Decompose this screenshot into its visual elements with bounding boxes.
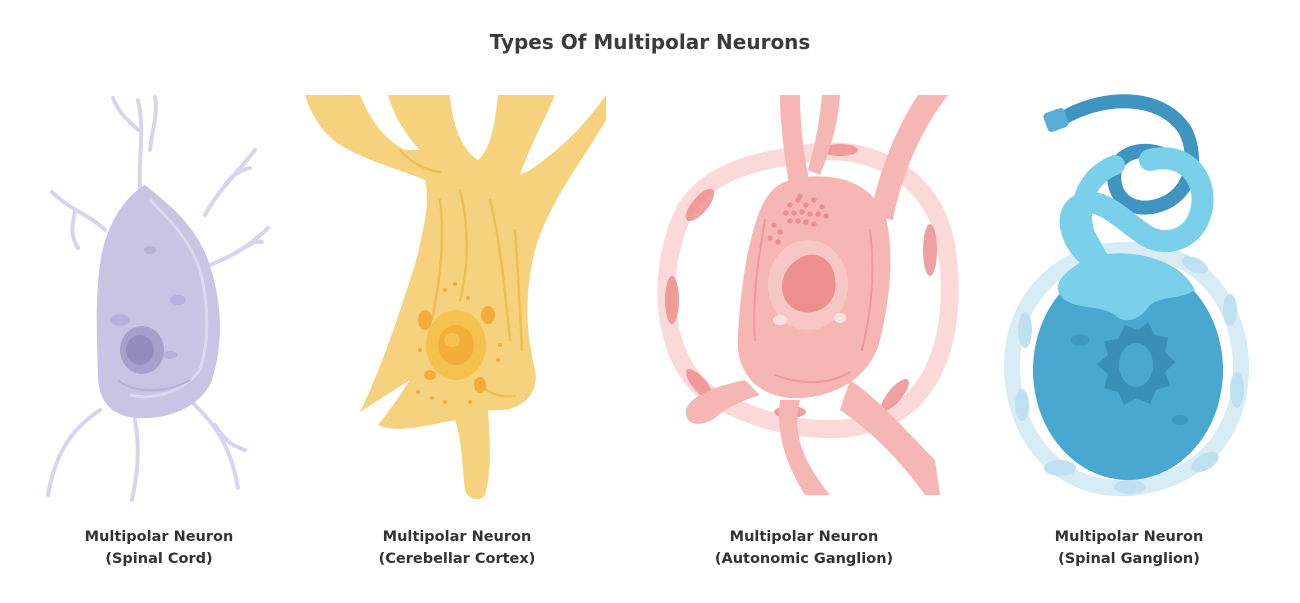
caption-line2: (Autonomic Ganglion) xyxy=(714,551,894,567)
spinal-ganglion-neuron xyxy=(1003,94,1249,497)
caption-line1: Multipolar Neuron xyxy=(382,529,532,545)
autonomic-ganglion-neuron xyxy=(657,95,959,495)
caption-spinal-ganglion: Multipolar Neuron (Spinal Ganglion) xyxy=(979,526,1279,570)
caption-spinal-cord: Multipolar Neuron (Spinal Cord) xyxy=(9,526,309,570)
caption-line2: (Cerebellar Cortex) xyxy=(378,551,536,567)
caption-autonomic-ganglion: Multipolar Neuron (Autonomic Ganglion) xyxy=(654,526,954,570)
spinal-cord-neuron xyxy=(46,95,270,502)
caption-line2: (Spinal Cord) xyxy=(105,551,213,567)
caption-cerebellar-cortex: Multipolar Neuron (Cerebellar Cortex) xyxy=(307,526,607,570)
diagram-title: Types Of Multipolar Neurons xyxy=(489,30,811,54)
cerebellar-cortex-neuron xyxy=(305,95,606,500)
caption-line1: Multipolar Neuron xyxy=(84,529,234,545)
caption-line1: Multipolar Neuron xyxy=(1054,529,1204,545)
caption-line2: (Spinal Ganglion) xyxy=(1058,551,1200,567)
caption-line1: Multipolar Neuron xyxy=(729,529,879,545)
